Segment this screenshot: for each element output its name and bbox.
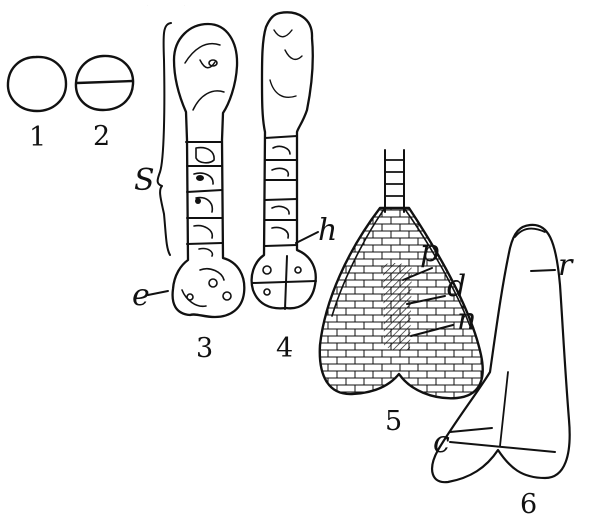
label-r: r [558,248,574,283]
label-e: e [132,278,150,313]
figure-number-3: 3 [196,333,213,364]
figure-number-5: 5 [385,406,402,437]
label-s: S [134,163,155,198]
figure-number-6: 6 [520,489,537,515]
label-d: d [447,269,466,304]
figure-1-spore: 1 [8,57,66,153]
label-c: c [433,425,450,460]
figure-4-filament: h 4 [252,12,338,364]
label-h: h [318,213,337,248]
label-p: p [420,234,439,269]
label-n: n [457,302,476,337]
filament-bracket [158,23,171,255]
figure-2-spore-divided: 2 [76,56,133,152]
figure-number-4: 4 [276,333,293,364]
figure-number-1: 1 [29,122,46,153]
figure-number-2: 2 [93,121,110,152]
figure-5-prothallus: p d n 5 [310,150,490,437]
